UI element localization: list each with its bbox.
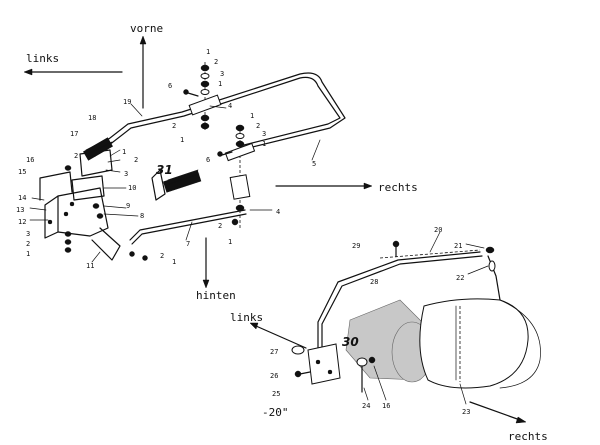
label-hinten: hinten <box>196 289 236 302</box>
part-number: 1 <box>206 48 210 56</box>
part-number: 17 <box>70 130 78 138</box>
part-number: 5 <box>312 160 316 168</box>
part-number: 1 <box>228 238 232 246</box>
part-number: 2 <box>172 122 176 130</box>
part-number: 27 <box>270 348 278 356</box>
part-number: 3 <box>26 230 30 238</box>
part-number: 14 <box>18 194 26 202</box>
upper-rod-assembly <box>91 62 346 261</box>
part-number: 29 <box>352 242 360 250</box>
part-number-31: 31 <box>156 163 173 177</box>
part-number: 3 <box>220 70 224 78</box>
part-number: 7 <box>186 240 190 248</box>
part-number: 20 <box>434 226 442 234</box>
part-number: 1 <box>250 112 254 120</box>
arrow-links-bottom <box>255 325 307 349</box>
part-number: 22 <box>456 274 464 282</box>
part-number: 26 <box>270 372 278 380</box>
part-number: 2 <box>26 240 30 248</box>
left-bracket-assembly <box>39 137 121 261</box>
part-number: 1 <box>180 136 184 144</box>
part-number: 25 <box>272 390 280 398</box>
part-number: 1 <box>218 80 222 88</box>
part-number-30: 30 <box>342 335 359 349</box>
part-number: 8 <box>140 212 144 220</box>
direction-labels: vorne links rechts hinten links rechts <box>26 22 548 443</box>
part-number: 16 <box>382 402 390 410</box>
part-number: 1 <box>172 258 176 266</box>
part-number: 2 <box>256 122 260 130</box>
part-number: 1 <box>262 140 266 148</box>
part-number: 2 <box>74 152 78 160</box>
part-number: 2 <box>214 58 218 66</box>
part-number: 6 <box>206 156 210 164</box>
part-number: 18 <box>88 114 96 122</box>
part-number: 3 <box>262 130 266 138</box>
part-number: 19 <box>123 98 131 106</box>
part-number: 9 <box>126 202 130 210</box>
arrow-rechts-bottom <box>469 401 521 421</box>
part-number: 1 <box>122 148 126 156</box>
part-number: 2 <box>160 252 164 260</box>
part-number: 2 <box>218 222 222 230</box>
part-number: 24 <box>362 402 370 410</box>
label-minus-20: -20" <box>262 406 289 419</box>
part-number: 2 <box>134 156 138 164</box>
pedal-31 <box>151 169 202 201</box>
part-number: 3 <box>124 170 128 178</box>
direction-arrows <box>23 35 527 424</box>
pedal-left <box>83 137 113 161</box>
part-number: 4 <box>228 102 232 110</box>
part-number: 11 <box>86 262 94 270</box>
label-links-bottom: links <box>230 311 263 324</box>
part-numbers: 1 2 3 1 6 4 2 1 19 1 2 3 1 6 5 4 2 1 7 2… <box>16 48 470 419</box>
label-rechts-mid: rechts <box>378 181 418 194</box>
part-number: 6 <box>168 82 172 90</box>
leader-lines <box>29 103 489 405</box>
label-links-top: links <box>26 52 59 65</box>
lower-right-assembly <box>291 240 541 393</box>
part-number: 13 <box>16 206 24 214</box>
part-number: 21 <box>454 242 462 250</box>
part-number: 10 <box>128 184 136 192</box>
part-number: 28 <box>370 278 378 286</box>
part-number: 4 <box>276 208 280 216</box>
part-number: 15 <box>18 168 26 176</box>
part-number: 23 <box>462 408 470 416</box>
label-vorne: vorne <box>130 22 163 35</box>
label-rechts-bottom: rechts <box>508 430 548 443</box>
part-number: 12 <box>18 218 26 226</box>
part-number: 16 <box>26 156 34 164</box>
part-number: 1 <box>26 250 30 258</box>
